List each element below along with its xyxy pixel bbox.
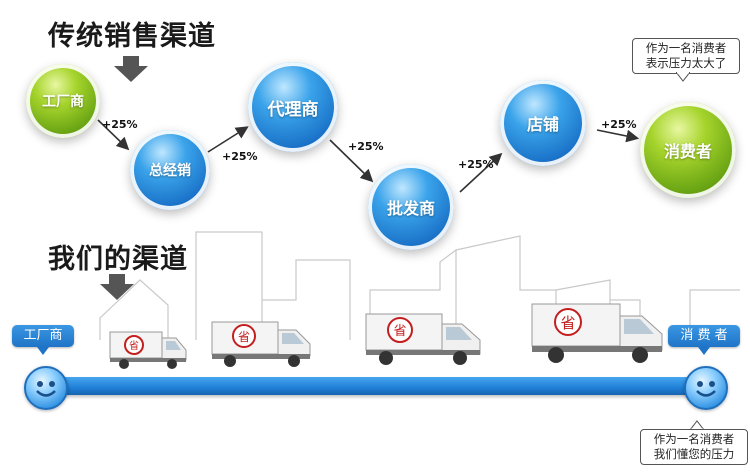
truck-mark: 省 xyxy=(129,339,139,352)
bubble-line: 作为一名消费者 xyxy=(645,41,727,55)
traditional-channel-title: 传统销售渠道 xyxy=(48,21,216,52)
wholesaler-node: 批发商 xyxy=(368,164,454,250)
general-distributor-node: 总经销 xyxy=(130,130,210,210)
factory-tag: 工厂商 xyxy=(12,325,74,347)
tag-pointer-icon xyxy=(37,347,49,355)
markup-label: +25% xyxy=(348,140,384,153)
store-node: 店铺 xyxy=(500,80,586,166)
markup-label: +25% xyxy=(102,118,138,131)
bubble-tail-icon xyxy=(676,72,690,82)
markup-label: +25% xyxy=(458,158,494,171)
truck-mark: 省 xyxy=(393,324,406,339)
bubble-line: 我们懂您的压力 xyxy=(653,447,735,461)
truck-mark: 省 xyxy=(238,330,250,344)
delivery-truck-icon: 省 xyxy=(109,331,187,369)
delivery-truck-icon: 省 xyxy=(211,321,311,367)
direct-channel-bar xyxy=(40,377,720,395)
consumer-speech-bubble: 作为一名消费者 表示压力太大了 xyxy=(632,38,740,74)
truck-mark: 省 xyxy=(560,314,575,332)
our-channel-title: 我们的渠道 xyxy=(48,244,188,275)
delivery-truck-icon: 省 xyxy=(531,303,663,363)
factory-smiley-icon xyxy=(24,366,68,410)
wholesaler-label: 批发商 xyxy=(386,199,435,218)
markup-label: +25% xyxy=(601,118,637,131)
consumer-smiley-icon xyxy=(684,366,728,410)
store-label: 店铺 xyxy=(526,115,559,134)
agent-label: 代理商 xyxy=(267,99,319,120)
consumer-node: 消费者 xyxy=(640,102,736,198)
factory-label: 工厂商 xyxy=(42,94,84,110)
general-distributor-label: 总经销 xyxy=(149,163,191,179)
tag-pointer-icon xyxy=(698,347,710,355)
our-consumer-speech-bubble: 作为一名消费者 我们懂您的压力 xyxy=(640,429,748,465)
markup-label: +25% xyxy=(222,150,258,163)
factory-node: 工厂商 xyxy=(26,64,100,138)
down-arrow-icon xyxy=(114,56,148,82)
agent-node: 代理商 xyxy=(248,62,338,152)
delivery-truck-icon: 省 xyxy=(365,313,481,365)
consumer-label: 消费者 xyxy=(663,142,712,161)
down-arrow-icon xyxy=(100,274,134,300)
bubble-line: 表示压力太大了 xyxy=(645,56,727,70)
consumer-tag: 消 费 者 xyxy=(668,325,740,347)
bubble-line: 作为一名消费者 xyxy=(653,432,735,446)
